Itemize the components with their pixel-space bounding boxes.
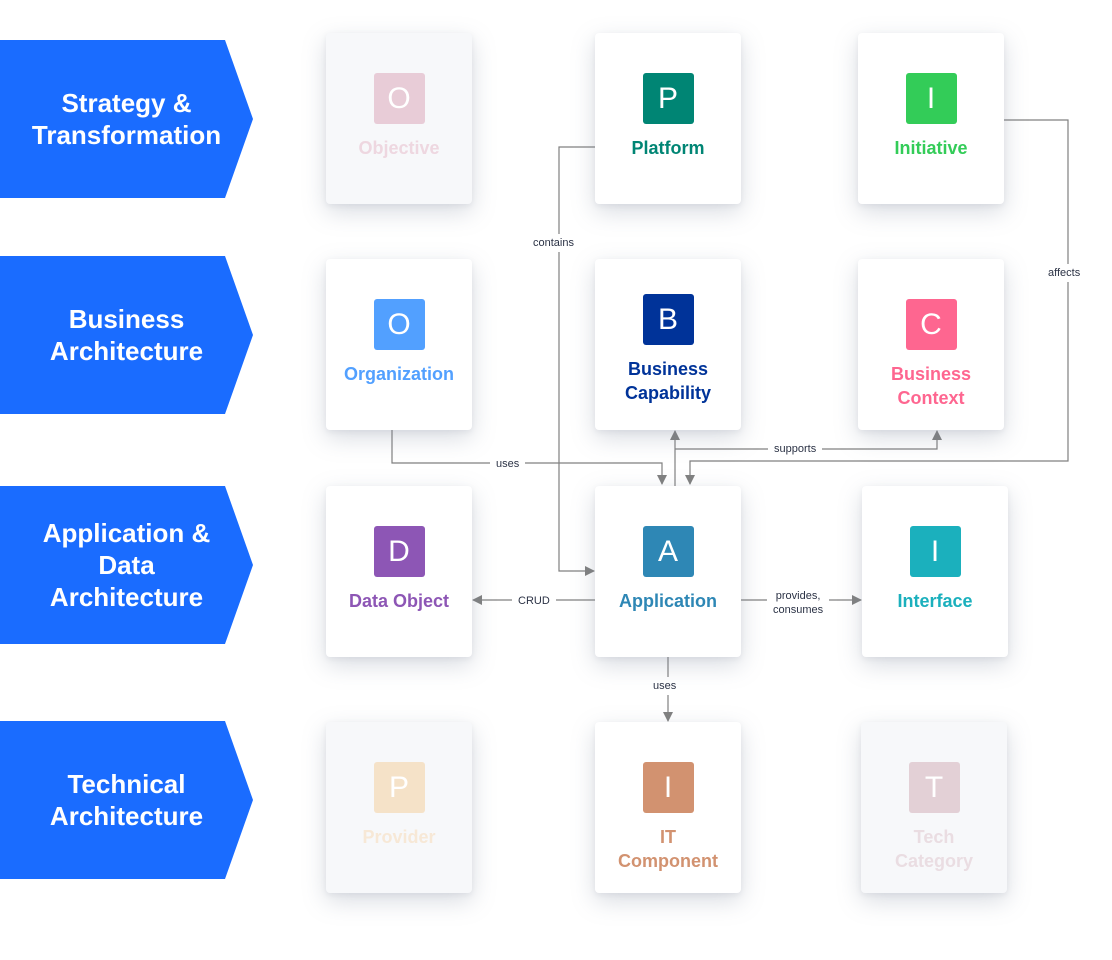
card-application[interactable]: A Application — [595, 486, 741, 657]
card-label: Platform — [631, 138, 705, 158]
business-context-icon: C — [905, 299, 957, 350]
card-tech-category[interactable]: T Tech Category — [861, 722, 1007, 893]
edge-label-crud: CRUD — [512, 592, 556, 610]
edge-uses-organization — [391, 430, 667, 485]
card-label: Provider — [362, 827, 436, 847]
edge-label-affects: affects — [1042, 264, 1087, 282]
card-label: Interface — [897, 591, 973, 611]
lane-technical-architecture: Technical Architecture — [0, 721, 253, 879]
card-data-object[interactable]: D Data Object — [326, 486, 472, 657]
edge-label-uses-it-component: uses — [647, 677, 683, 695]
lane-label: Business Architecture — [49, 304, 204, 366]
initiative-icon: I — [905, 73, 957, 124]
card-objective[interactable]: O Objective — [326, 33, 472, 204]
card-label: Business Capability — [624, 359, 712, 403]
lane-label: Technical Architecture — [49, 769, 204, 831]
card-it-component[interactable]: I IT Component — [595, 722, 741, 893]
organization-icon: O — [373, 299, 425, 350]
card-business-capability[interactable]: B Business Capability — [595, 259, 741, 430]
lane-strategy-transformation: Strategy & Transformation — [0, 40, 253, 198]
data-object-icon: D — [373, 526, 425, 577]
edge-supports — [675, 430, 942, 450]
lane-business-architecture: Business Architecture — [0, 256, 253, 414]
card-label: Application — [619, 591, 717, 611]
card-label: Business Context — [890, 364, 972, 408]
objective-icon: O — [373, 73, 425, 124]
card-label: Initiative — [894, 138, 968, 158]
edge-label-supports: supports — [768, 440, 823, 458]
card-label: Data Object — [348, 591, 450, 611]
card-label: Objective — [358, 138, 440, 158]
interface-icon: I — [909, 526, 961, 577]
card-provider[interactable]: P Provider — [326, 722, 472, 893]
card-label: IT Component — [618, 827, 718, 871]
edge-label-provides-consumes: provides, consumes — [767, 587, 830, 619]
application-icon: A — [642, 526, 694, 577]
edge-label-uses-organization: uses — [490, 455, 526, 473]
card-organization[interactable]: O Organization — [326, 259, 472, 430]
card-label: Tech Category — [894, 827, 974, 871]
lane-label: Application & Data Architecture — [42, 518, 211, 612]
business-capability-icon: B — [642, 294, 694, 345]
tech-category-icon: T — [908, 762, 960, 813]
card-interface[interactable]: I Interface — [862, 486, 1008, 657]
provider-icon: P — [373, 762, 425, 813]
edge-label-contains: contains — [527, 234, 580, 252]
card-initiative[interactable]: I Initiative — [858, 33, 1004, 204]
card-label: Organization — [343, 364, 454, 384]
card-business-context[interactable]: C Business Context — [858, 259, 1004, 430]
platform-icon: P — [642, 73, 694, 124]
edge-affects — [685, 119, 1069, 485]
it-component-icon: I — [642, 762, 694, 813]
card-platform[interactable]: P Platform — [595, 33, 741, 204]
lane-label: Strategy & Transformation — [31, 88, 222, 150]
lane-application-data-architecture: Application & Data Architecture — [0, 486, 253, 644]
edge-contains — [558, 146, 595, 576]
